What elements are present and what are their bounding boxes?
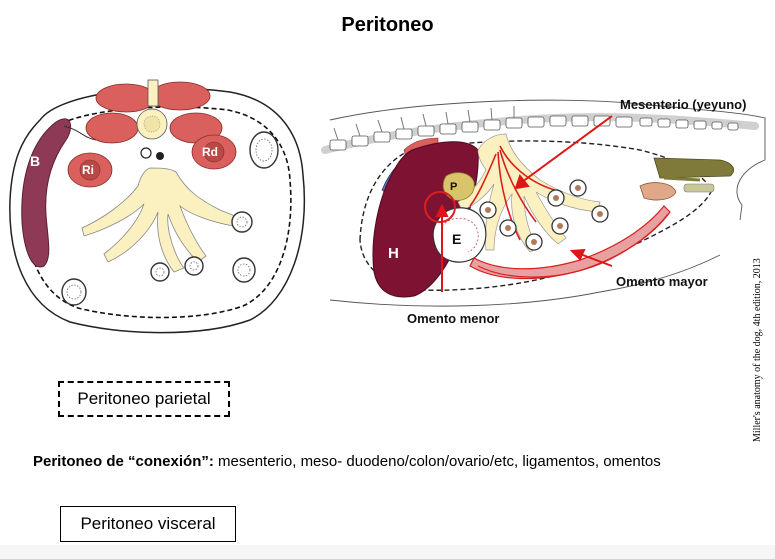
pancreas-label: P: [450, 181, 457, 193]
parietal-legend-box: Peritoneo parietal: [58, 381, 230, 417]
sagittal-section-figure: H P E: [321, 97, 766, 326]
omento-menor-label: Omento menor: [407, 311, 499, 326]
vertebrae: [329, 115, 739, 151]
page-title: Peritoneo: [341, 14, 434, 36]
bottom-strip: [0, 545, 775, 559]
intestinal-loops: [61, 131, 279, 306]
spleen-ligament: [63, 125, 97, 141]
sagittal-body-outline: [329, 99, 766, 307]
annotation-arrows: [435, 115, 613, 292]
vertebra: [136, 79, 168, 140]
kidney-left: [67, 152, 113, 188]
bladder: [639, 182, 677, 201]
source-citation: Miller's anatomy of the dog, 4th edition…: [752, 258, 763, 442]
visceral-legend-box: Peritoneo visceral: [60, 506, 236, 542]
spleen: [21, 118, 72, 268]
spleen-label: B: [30, 153, 40, 169]
sagittal-mesentery: [457, 133, 601, 253]
pancreas: [442, 172, 475, 201]
omento-mayor-label: Omento mayor: [616, 274, 708, 289]
mesenterio-label: Mesenterio (yeyuno): [620, 97, 746, 112]
conexion-legend: Peritoneo de “conexión”: mesenterio, mes…: [33, 453, 661, 470]
dorsal-muscles: [85, 81, 223, 144]
conexion-legend-text: mesenterio, meso- duodeno/colon/ovario/e…: [213, 453, 661, 470]
kidney-left-label: Ri: [82, 163, 94, 177]
rectum: [653, 157, 734, 179]
liver-label: H: [388, 245, 399, 262]
conexion-legend-title: Peritoneo de “conexión”:: [33, 453, 214, 470]
kidney-right: [191, 134, 237, 170]
kidney-right-label: Rd: [202, 145, 218, 159]
omento-menor-highlight: [424, 191, 456, 223]
cross-section-figure: B Ri Rd: [9, 79, 306, 334]
stomach-label: E: [452, 231, 461, 247]
